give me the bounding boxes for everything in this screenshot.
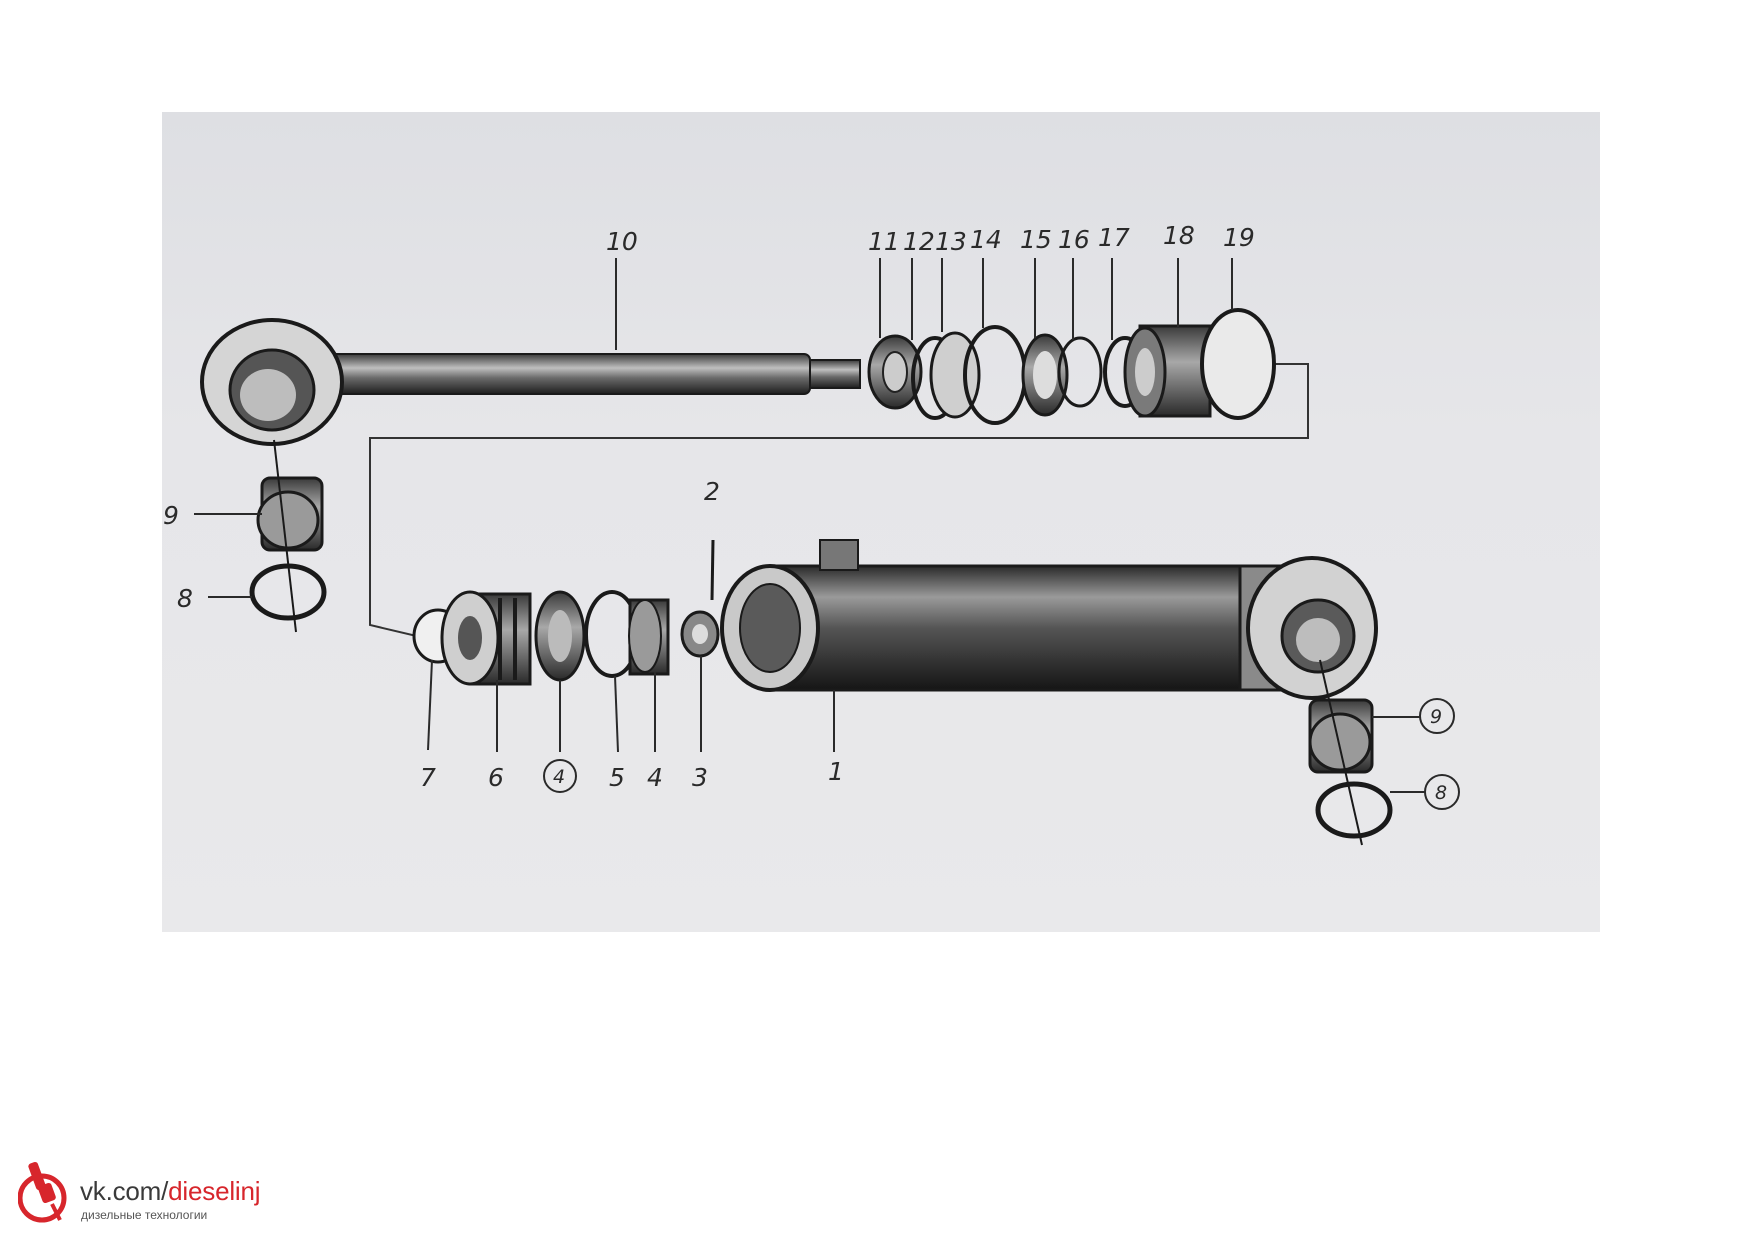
callout-4-circle <box>543 759 577 793</box>
scanned-drawing-sheet <box>162 112 1600 932</box>
callout-4-circled: 4 <box>553 766 565 788</box>
callout-1: 1 <box>828 757 844 786</box>
leader-lines <box>194 258 1425 793</box>
callout-13: 13 <box>935 227 967 256</box>
watermark-group: dieselinj <box>168 1176 261 1206</box>
rod-head-parts <box>867 308 1276 425</box>
callout-11: 11 <box>868 227 900 256</box>
callout-4: 4 <box>647 763 663 792</box>
callout-9-right: 9 <box>1430 706 1442 728</box>
injector-icon <box>18 1161 67 1223</box>
bushing-9-left <box>249 439 327 633</box>
callout-16: 16 <box>1058 225 1090 254</box>
watermark-subtitle: дизельные технологии <box>81 1208 208 1222</box>
part-callouts: 10 11 12 13 14 15 16 17 18 19 9 8 2 7 6 … <box>163 221 1460 810</box>
callout-17: 17 <box>1098 223 1130 252</box>
piston-rod-10 <box>200 318 861 446</box>
watermark-logo: vk.com/dieselinj дизельные технологии <box>14 1160 314 1230</box>
assembly-line <box>369 363 1309 639</box>
callout-2: 2 <box>704 477 720 506</box>
watermark-site: vk.com/ <box>80 1176 169 1206</box>
callout-14: 14 <box>970 225 1002 254</box>
bushing-9-right <box>1308 659 1393 846</box>
callout-7: 7 <box>420 763 436 792</box>
callout-3: 3 <box>692 763 708 792</box>
callout-10: 10 <box>606 227 638 256</box>
callout-5: 5 <box>609 763 625 792</box>
callout-8-left: 8 <box>177 584 193 613</box>
watermark-url: vk.com/dieselinj <box>80 1176 261 1207</box>
callout-15: 15 <box>1020 225 1052 254</box>
cylinder-barrel-1 <box>720 539 1378 700</box>
callout-19: 19 <box>1223 223 1255 252</box>
callout-8-right-circle <box>1424 774 1460 810</box>
callout-18: 18 <box>1163 221 1195 250</box>
callout-9-left: 9 <box>163 501 179 530</box>
piston-group <box>412 539 720 686</box>
callout-12: 12 <box>903 227 935 256</box>
callout-8-right: 8 <box>1435 782 1447 804</box>
callout-6: 6 <box>488 763 504 792</box>
callout-9-right-circle <box>1419 698 1455 734</box>
